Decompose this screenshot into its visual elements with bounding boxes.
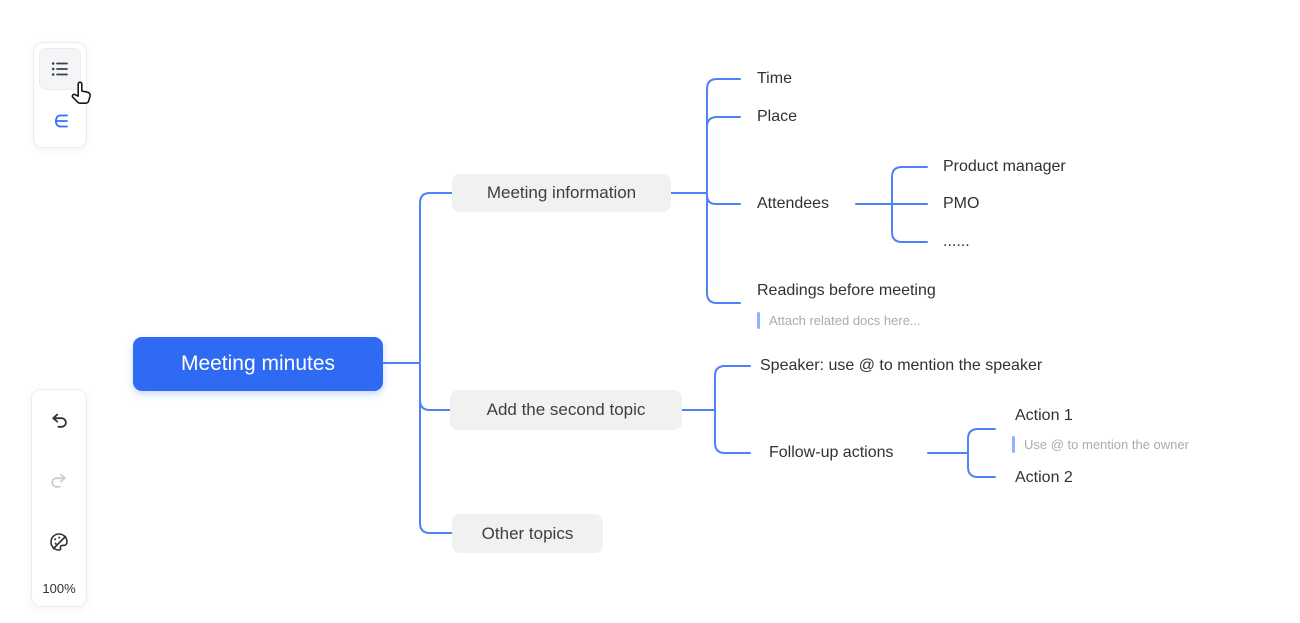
leaf-node-ellipsis[interactable]: ...... — [943, 233, 970, 250]
palette-icon — [50, 532, 68, 551]
leaf-node-time[interactable]: Time — [757, 70, 792, 87]
root-node-meeting-minutes[interactable]: Meeting minutes — [133, 337, 383, 391]
note-text[interactable]: Attach related docs here... — [769, 312, 921, 328]
mindmap-view-button[interactable] — [39, 100, 81, 142]
leaf-node-readings-before-meeting[interactable]: Readings before meeting — [757, 282, 936, 299]
branch-node-other-topics[interactable]: Other topics — [452, 514, 603, 553]
zoom-level-label[interactable]: 100% — [42, 580, 76, 596]
leaf-node-product-manager[interactable]: Product manager — [943, 158, 1066, 175]
note-readings[interactable]: Attach related docs here... — [757, 310, 921, 330]
undo-button[interactable] — [38, 400, 80, 442]
leaf-node-place[interactable]: Place — [757, 108, 798, 125]
note-action-1[interactable]: Use @ to mention the owner — [1012, 434, 1189, 454]
note-bar-icon — [1012, 435, 1015, 453]
branch-node-add-second-topic[interactable]: Add the second topic — [450, 390, 682, 430]
leaf-node-action-2[interactable]: Action 2 — [1015, 469, 1073, 486]
list-outline-icon — [51, 62, 68, 76]
redo-icon — [51, 474, 66, 489]
outline-view-button[interactable] — [39, 48, 81, 90]
branch-node-meeting-information[interactable]: Meeting information — [452, 174, 671, 212]
leaf-node-pmo[interactable]: PMO — [943, 195, 980, 212]
redo-button[interactable] — [38, 460, 80, 502]
note-bar-icon — [757, 311, 760, 329]
mindmap-structure-icon — [54, 114, 68, 128]
leaf-node-speaker[interactable]: Speaker: use @ to mention the speaker — [760, 357, 1043, 374]
theme-button[interactable] — [38, 521, 80, 563]
leaf-node-attendees[interactable]: Attendees — [757, 195, 830, 212]
view-mode-panel — [33, 42, 87, 148]
undo-icon — [52, 413, 67, 428]
note-text[interactable]: Use @ to mention the owner — [1024, 436, 1189, 452]
leaf-node-follow-up-actions[interactable]: Follow-up actions — [769, 444, 894, 461]
canvas-tools-panel: 100% — [31, 389, 87, 607]
leaf-node-action-1[interactable]: Action 1 — [1015, 407, 1073, 424]
